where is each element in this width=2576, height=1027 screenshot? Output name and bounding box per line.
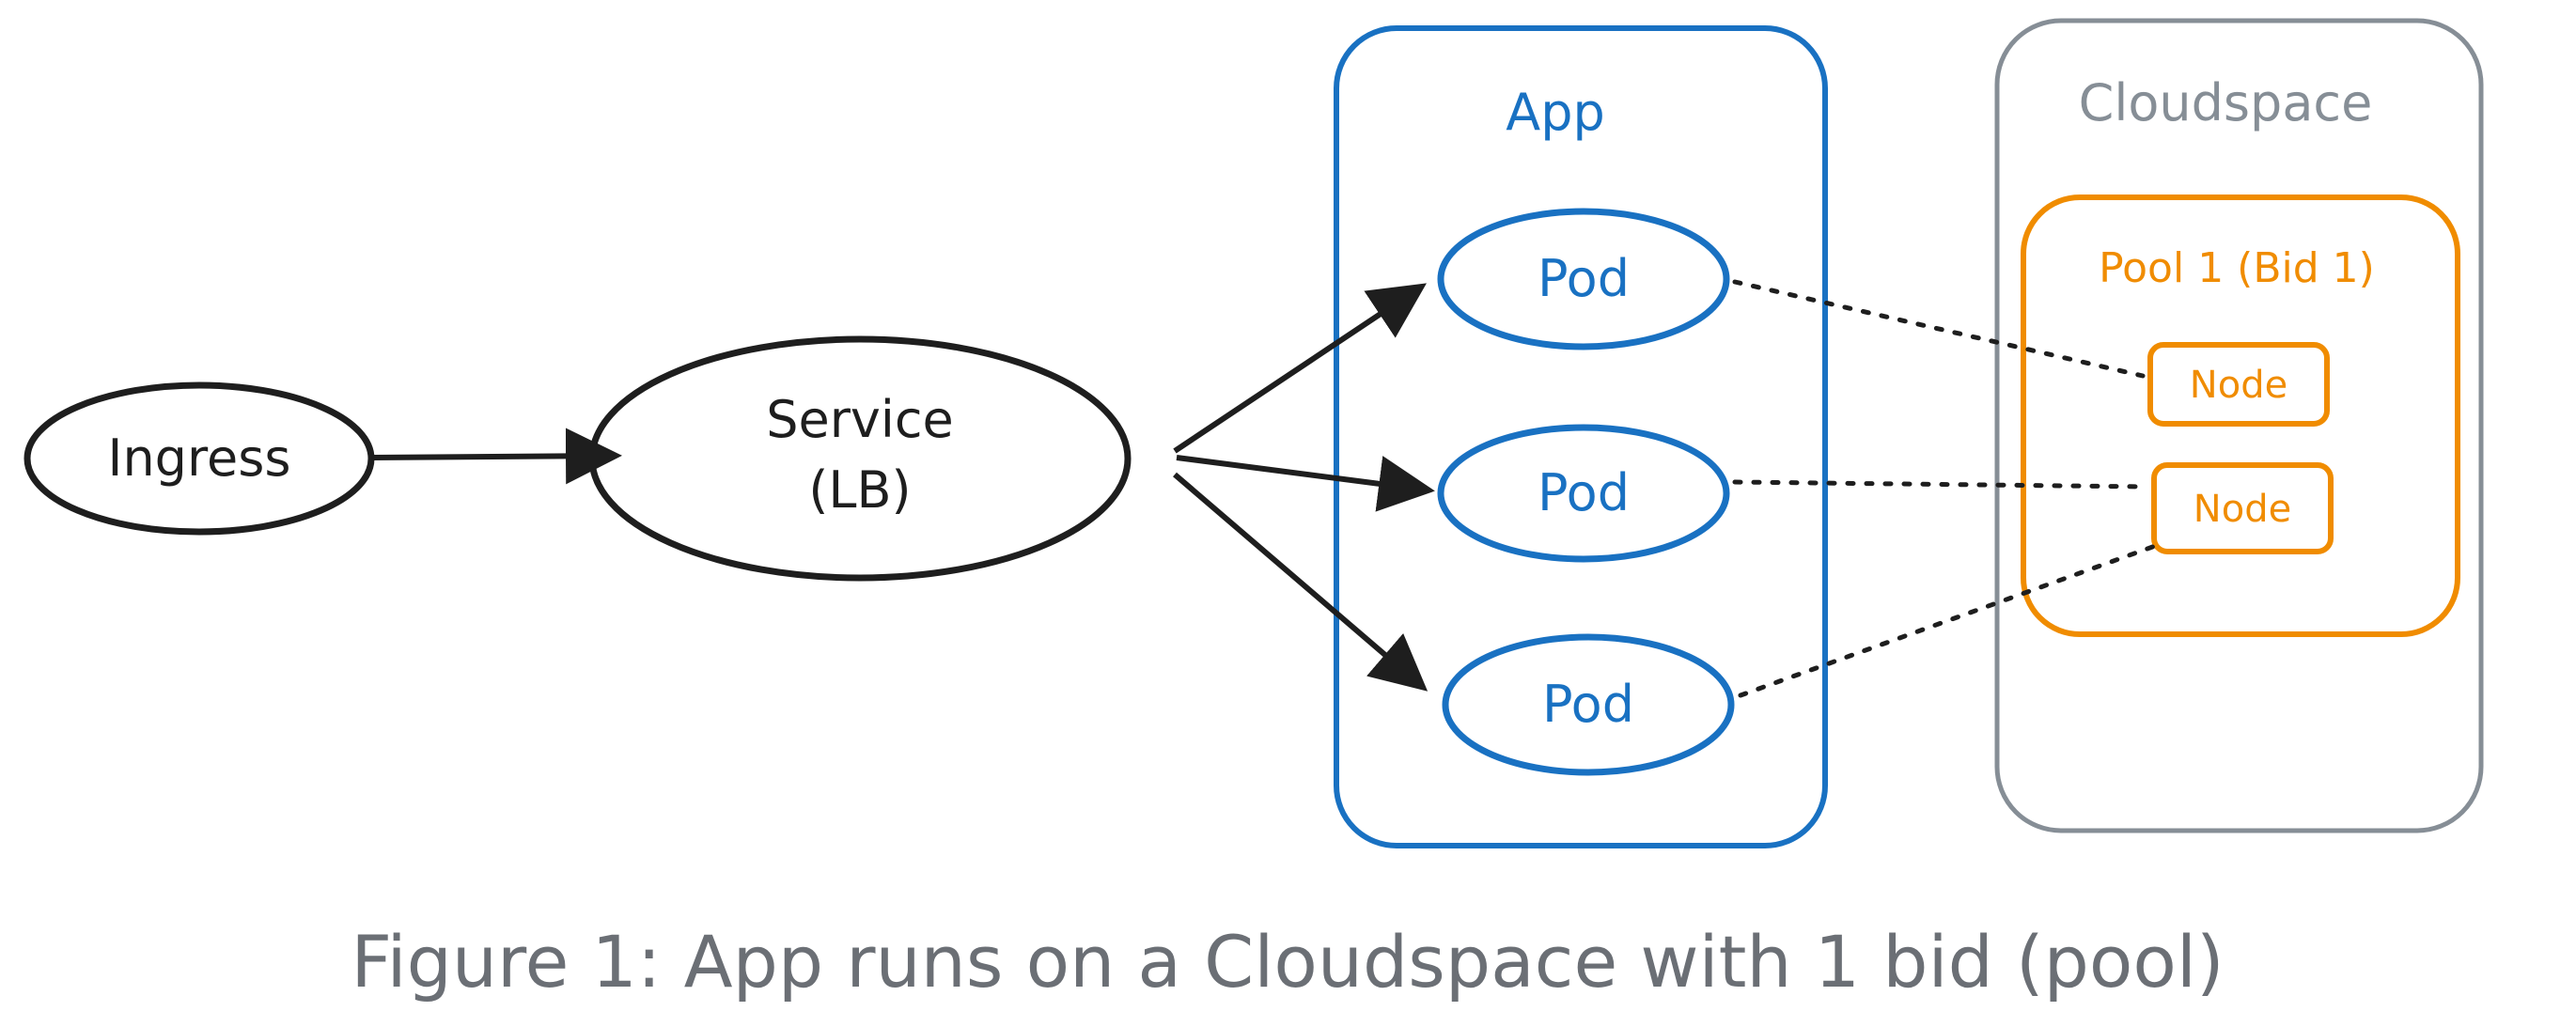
- dotted-link-pod-3-to-node-2: [1738, 542, 2161, 698]
- pod-1-ellipse: [1437, 208, 1730, 350]
- pod-3-ellipse: [1442, 633, 1735, 776]
- cloudspace-container: Cloudspace: [1994, 18, 2484, 833]
- pod-2: Pod: [1437, 424, 1730, 563]
- ingress-ellipse: [23, 381, 375, 536]
- cloudspace-label: Cloudspace: [2079, 73, 2373, 132]
- arrow-service-to-pod-2: [1176, 455, 1435, 512]
- dotted-link-pod-2-to-node-2: [1732, 479, 2149, 490]
- node-2-label: Node: [2194, 488, 2291, 531]
- arrow-ingress-to-service: [371, 428, 622, 485]
- app-container: App: [1334, 25, 1828, 848]
- figure-caption: Figure 1: App runs on a Cloudspace with …: [351, 920, 2224, 1004]
- service-label-line2: (LB): [808, 460, 911, 520]
- app-box: [1334, 25, 1828, 848]
- service-node: Service (LB): [588, 335, 1132, 582]
- ingress-node: Ingress: [23, 381, 375, 536]
- pool-box: [2021, 195, 2460, 637]
- ingress-label: Ingress: [108, 428, 291, 488]
- node-1-box: [2147, 342, 2330, 427]
- pod-2-ellipse: [1437, 424, 1730, 563]
- pod-1-label: Pod: [1538, 249, 1630, 308]
- node-2: Node: [2151, 462, 2334, 554]
- pod-3-label: Pod: [1542, 675, 1634, 734]
- pool-container: Pool 1 (Bid 1): [2021, 195, 2460, 637]
- node-1-label: Node: [2190, 364, 2287, 407]
- cloudspace-box: [1994, 18, 2484, 833]
- arrow-service-to-pod-1: [1173, 283, 1427, 454]
- app-label: App: [1506, 83, 1605, 142]
- service-label-line1: Service: [766, 390, 954, 449]
- pod-3: Pod: [1442, 633, 1735, 776]
- arrow-service-to-pod-3: [1173, 472, 1429, 692]
- pool-label: Pool 1 (Bid 1): [2099, 244, 2375, 292]
- service-ellipse: [588, 335, 1132, 582]
- node-2-box: [2151, 462, 2334, 554]
- pod-2-label: Pod: [1538, 463, 1630, 522]
- node-1: Node: [2147, 342, 2330, 427]
- pod-1: Pod: [1437, 208, 1730, 350]
- dotted-link-pod-1-to-node-1: [1732, 279, 2146, 379]
